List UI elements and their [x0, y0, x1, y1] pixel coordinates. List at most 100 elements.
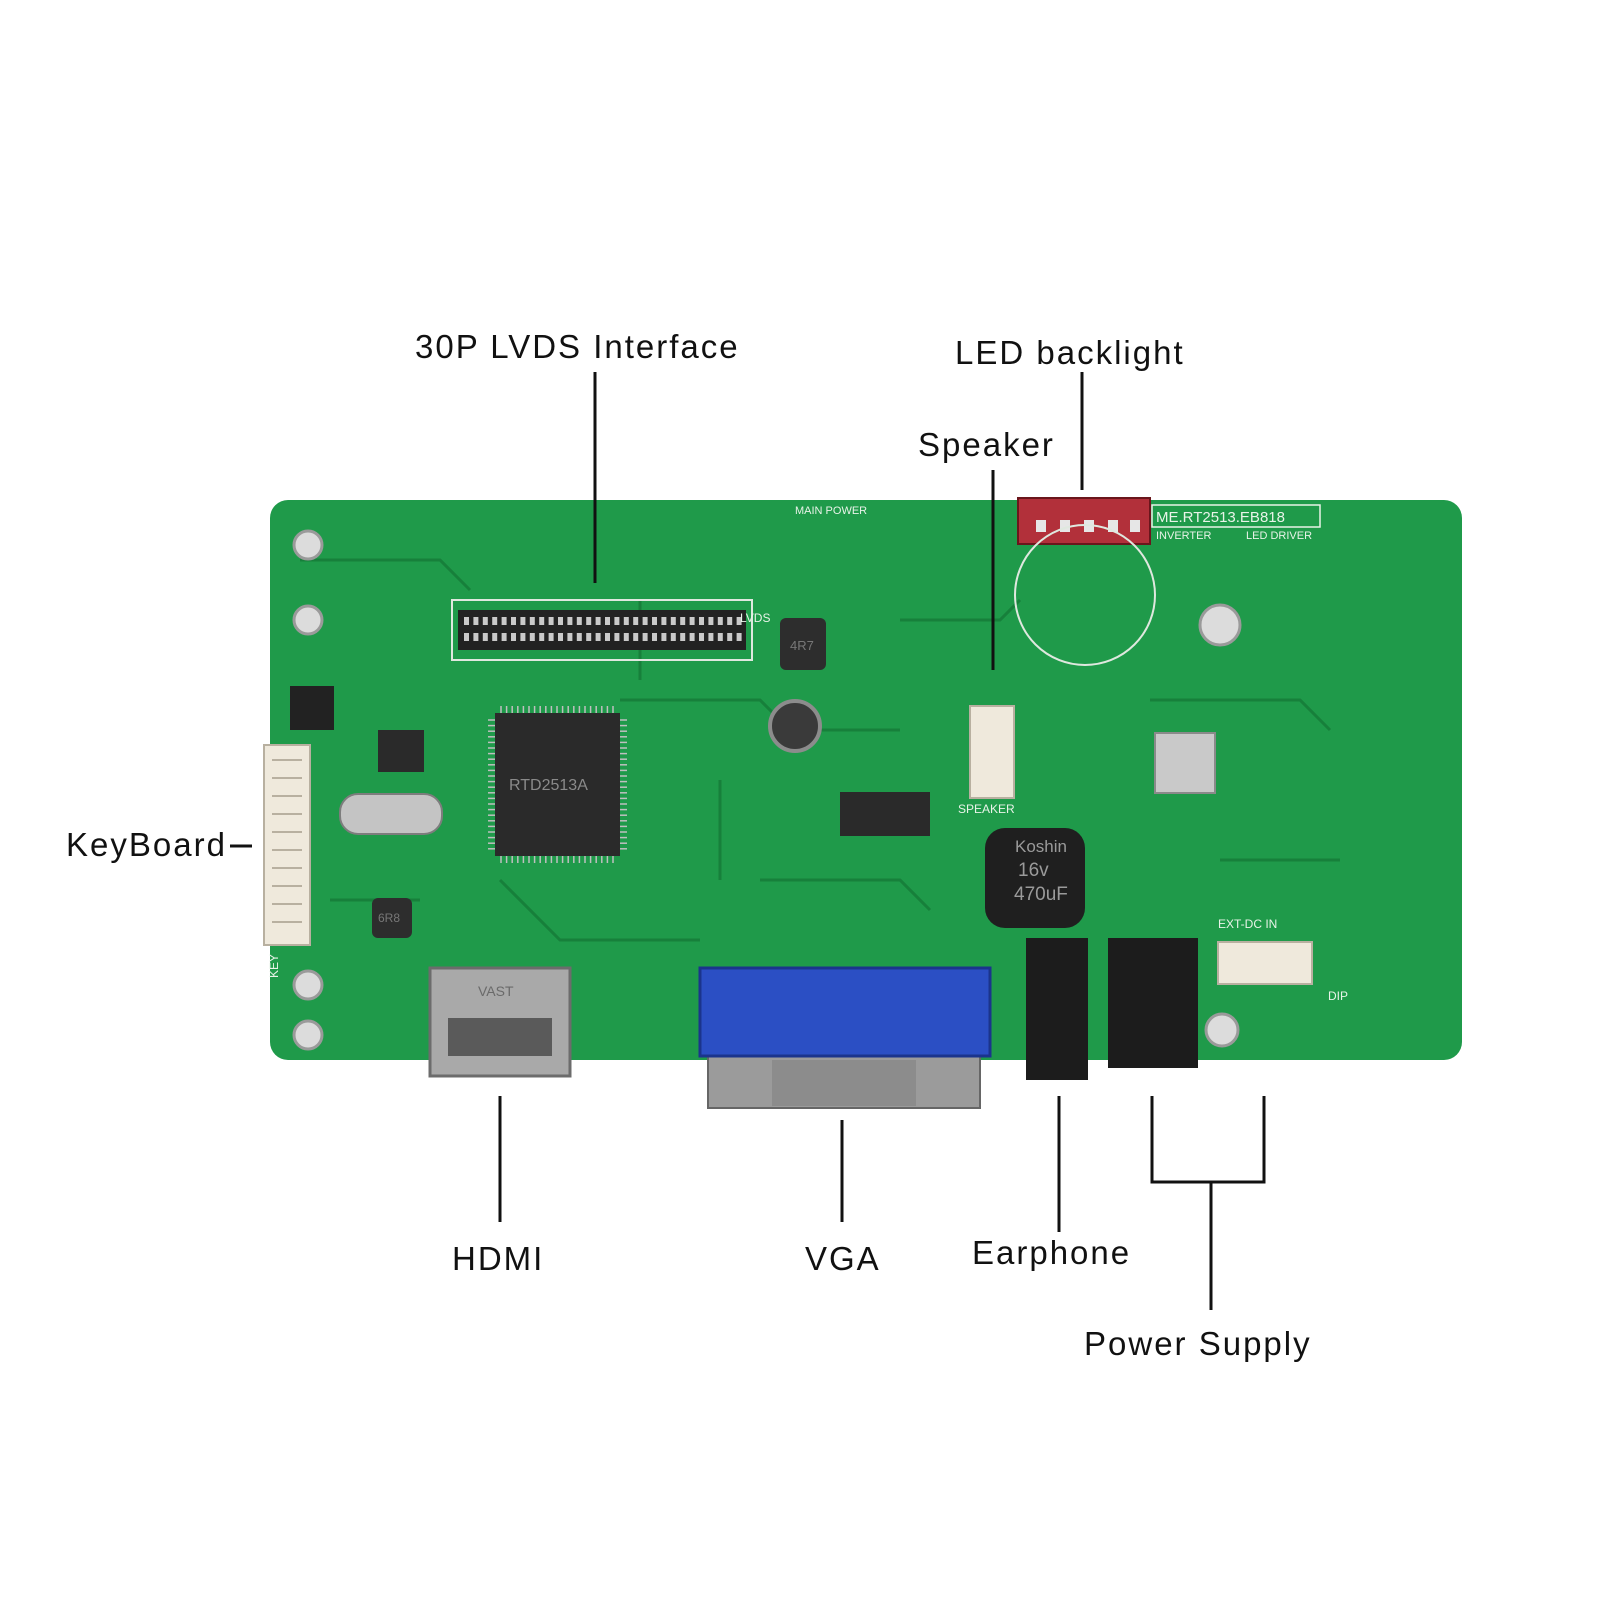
lvds-pin: [727, 617, 733, 625]
label-vga: VGA: [805, 1240, 881, 1277]
mounting-holes: [292, 529, 1242, 1051]
lvds-pin: [473, 617, 479, 625]
lvds-pin: [605, 633, 610, 641]
lvds-pin: [717, 633, 723, 641]
silk-key: KEY: [267, 954, 281, 978]
label-speaker: Speaker: [918, 426, 1055, 463]
lvds-pin: [652, 617, 657, 625]
silk-led-driver: LED DRIVER: [1246, 530, 1312, 542]
inductor-4r7: [780, 618, 826, 670]
lvds-header: [458, 610, 746, 650]
lvds-pin: [699, 633, 704, 641]
ext-dc-connector: [1217, 941, 1313, 985]
lvds-pin: [595, 633, 601, 641]
label-hdmi: HDMI: [452, 1240, 545, 1277]
silk-main-power: MAIN POWER: [795, 505, 867, 517]
jumper-block: [290, 686, 334, 730]
main-chip-label: RTD2513A: [509, 777, 588, 794]
lvds-pin: [576, 617, 582, 625]
lvds-pin: [558, 633, 563, 641]
keyboard-connector-slots: [272, 759, 302, 923]
lvds-pin: [633, 617, 639, 625]
lvds-pin: [492, 617, 498, 625]
lvds-pin: [539, 633, 545, 641]
lvds-pin: [623, 633, 629, 641]
lvds-pin: [511, 617, 516, 625]
lvds-pin: [689, 633, 695, 641]
label-led-backlight: LED backlight: [955, 334, 1185, 371]
lvds-pin: [492, 633, 498, 641]
lvds-pin: [633, 633, 639, 641]
lvds-pin: [567, 617, 573, 625]
lvds-pin: [548, 617, 554, 625]
lvds-pin: [595, 617, 601, 625]
silk-speaker: SPEAKER: [958, 802, 1015, 816]
vga-connector: [698, 966, 992, 1058]
lvds-pin: [680, 633, 686, 641]
dc-power-jack: [1108, 938, 1198, 1068]
leader-lines: [230, 372, 1266, 1310]
lvds-pin: [482, 617, 488, 625]
label-lvds-interface: 30P LVDS Interface: [415, 328, 740, 365]
capacitor-value: 470uF: [1014, 884, 1068, 905]
capacitor-brand: Koshin: [1015, 837, 1067, 856]
lvds-pin: [511, 633, 516, 641]
hdmi-port-opening: [448, 1018, 552, 1056]
speaker-connector: [969, 705, 1015, 799]
lvds-pin: [586, 617, 592, 625]
inductor-6r8: [372, 898, 412, 938]
label-keyboard: KeyBoard: [66, 826, 227, 863]
lvds-pin: [642, 633, 648, 641]
lvds-pin: [736, 617, 742, 625]
lvds-pin: [670, 617, 676, 625]
lvds-pins: [464, 617, 742, 641]
silk-dip: DIP: [1328, 989, 1348, 1003]
lvds-pin: [548, 633, 554, 641]
model-code: ME.RT2513.EB818: [1156, 509, 1285, 526]
lvds-pin: [727, 633, 733, 641]
power-ic: [378, 730, 424, 772]
inductor-4r7-label: 4R7: [790, 638, 814, 653]
small-capacitor: [768, 699, 822, 753]
led-driver-ic: [1154, 732, 1216, 794]
lvds-pin: [670, 633, 676, 641]
lvds-pin: [464, 617, 469, 625]
main-chip-leads: [488, 706, 627, 863]
lvds-pin: [539, 617, 545, 625]
lvds-pin: [614, 617, 620, 625]
label-earphone: Earphone: [972, 1234, 1132, 1271]
label-power-supply: Power Supply: [1084, 1325, 1312, 1362]
lvds-pin: [576, 633, 582, 641]
inductor-6r8-label: 6R8: [378, 911, 400, 925]
vga-port-opening: [772, 1060, 916, 1106]
lvds-pin: [567, 633, 573, 641]
silk-lvds: LVDS: [740, 611, 770, 625]
lvds-pin: [614, 633, 620, 641]
audio-amp-chip: [840, 792, 930, 836]
lvds-pin: [464, 633, 469, 641]
lvds-pin: [473, 633, 479, 641]
lvds-pin: [680, 617, 686, 625]
lvds-pin: [661, 633, 667, 641]
lvds-pin: [717, 617, 723, 625]
lvds-pin: [708, 617, 714, 625]
lvds-pin: [736, 633, 742, 641]
bulk-capacitor: [985, 828, 1085, 928]
keyboard-connector: [263, 744, 311, 946]
model-label-plate: [1151, 504, 1321, 528]
lvds-pin: [689, 617, 695, 625]
main-chip: [495, 713, 620, 856]
lvds-pin: [501, 633, 507, 641]
lvds-pin: [558, 617, 563, 625]
silk-inverter: INVERTER: [1156, 530, 1211, 542]
lvds-pin: [642, 617, 648, 625]
lvds-pin: [520, 617, 526, 625]
lvds-pin: [661, 617, 667, 625]
silk-ext-dc-in: EXT-DC IN: [1218, 917, 1277, 931]
lvds-pin: [482, 633, 488, 641]
lvds-pin: [586, 633, 592, 641]
lvds-pin: [520, 633, 526, 641]
lvds-pin: [529, 617, 535, 625]
